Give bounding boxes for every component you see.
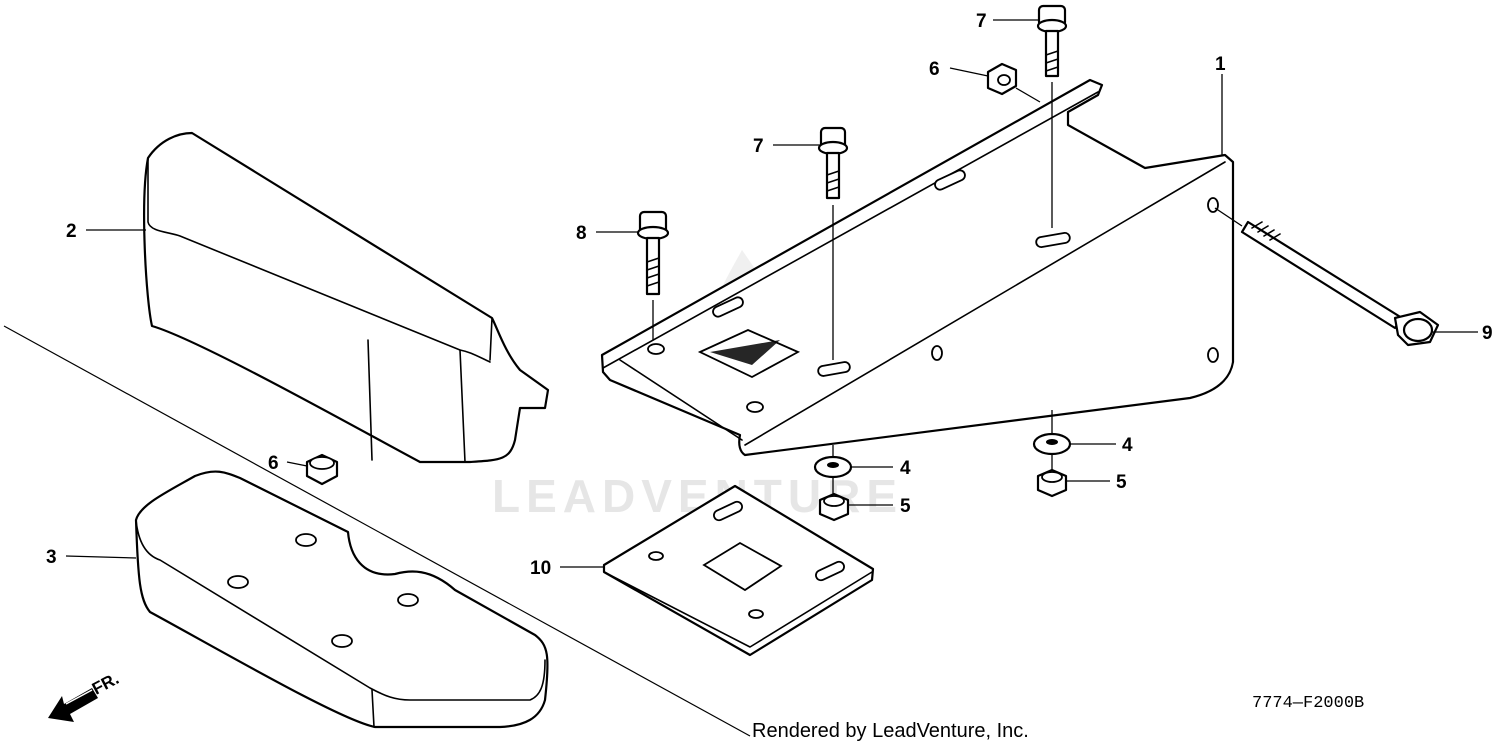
drawing-code: 7774—F2000B	[1252, 694, 1364, 713]
nut-6-bottom	[305, 453, 339, 486]
callout-7-center: 7	[753, 136, 764, 157]
callout-3: 3	[46, 547, 57, 568]
callout-4-right: 4	[1122, 435, 1133, 456]
callout-10: 10	[530, 558, 551, 579]
callout-1: 1	[1215, 54, 1226, 75]
long-bolt-9	[1214, 207, 1440, 347]
callout-6-top: 6	[929, 59, 940, 80]
reference-line	[3, 325, 751, 737]
nut-5-right	[1036, 455, 1068, 498]
nut-5-center	[818, 478, 850, 522]
nut-6-top	[986, 62, 1041, 103]
mounting-bracket	[600, 78, 1235, 457]
render-credit: Rendered by LeadVenture, Inc.	[752, 720, 1029, 742]
bolt-8	[636, 210, 670, 340]
bolt-7-top	[1036, 4, 1068, 228]
callout-4-center: 4	[900, 458, 911, 479]
cover-lower	[134, 470, 549, 729]
callout-8: 8	[576, 223, 587, 244]
callout-6-bottom: 6	[268, 453, 279, 474]
callout-5-center: 5	[900, 496, 911, 517]
front-direction-arrow-icon: FR.	[48, 669, 122, 722]
callout-9: 9	[1482, 323, 1493, 344]
callout-5-right: 5	[1116, 472, 1127, 493]
washer-4-center	[813, 445, 853, 479]
callout-leaders	[65, 19, 1478, 568]
bolt-7-center	[817, 126, 849, 360]
callout-2: 2	[66, 221, 77, 242]
callout-7-top: 7	[976, 11, 987, 32]
gasket-plate	[602, 484, 875, 657]
cover-upper	[143, 131, 550, 464]
